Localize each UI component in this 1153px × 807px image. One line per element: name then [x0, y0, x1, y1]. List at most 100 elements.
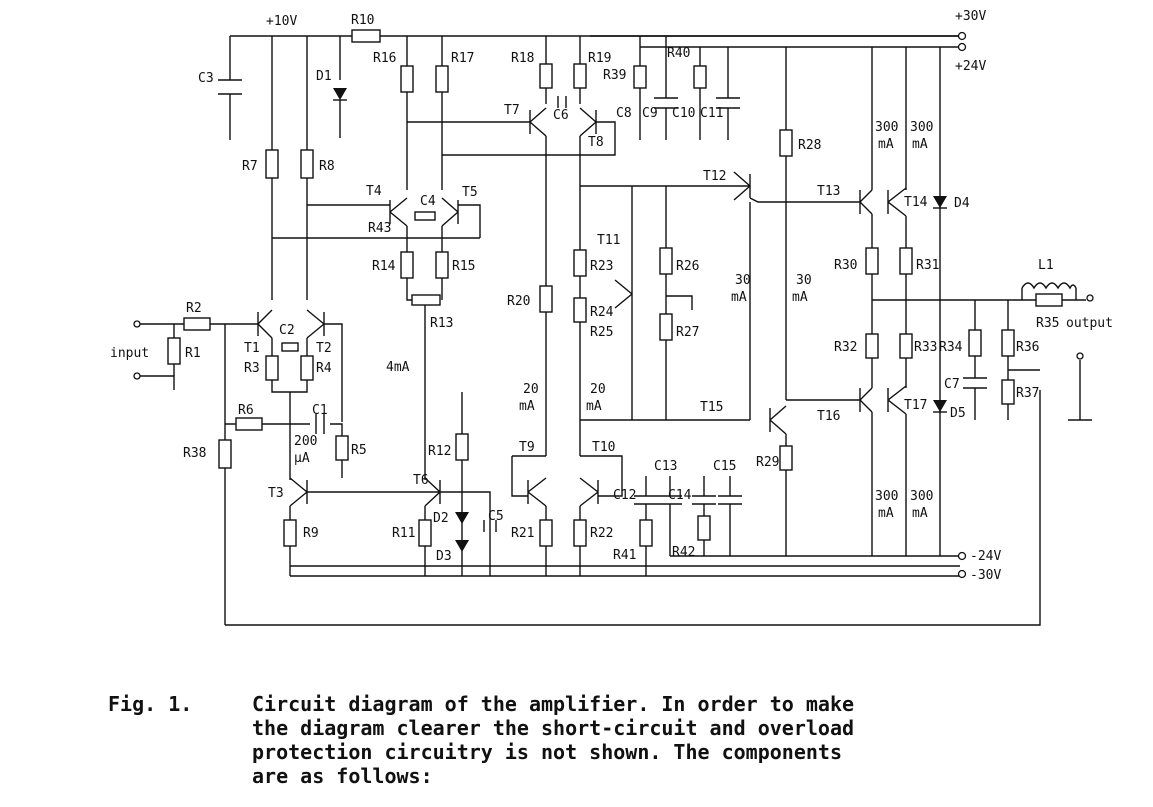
label-t6: T6 [413, 473, 429, 488]
terminal-minus-24v [957, 551, 967, 561]
label-c7: C7 [944, 377, 960, 392]
label-r42: R42 [672, 545, 695, 560]
resistor-r10 [351, 29, 381, 43]
label-c15: C15 [713, 459, 736, 474]
resistor-r18 [539, 63, 553, 89]
current-30-b-unit: mA [792, 290, 808, 305]
current-4ma: 4mA [386, 360, 410, 375]
resistor-r30 [865, 247, 879, 275]
label-d3: D3 [436, 549, 452, 564]
current-20-a-unit: mA [519, 399, 535, 414]
label-plus-30v: +30V [955, 9, 986, 24]
resistor-r36 [1001, 329, 1015, 357]
label-c8: C8 [616, 106, 632, 121]
label-plus-24v: +24V [955, 59, 986, 74]
label-r35: R35 [1036, 316, 1059, 331]
label-t15: T15 [700, 400, 723, 415]
resistor-r24 [573, 297, 587, 323]
current-20-b-unit: mA [586, 399, 602, 414]
current-300-d-unit: mA [912, 506, 928, 521]
label-r1: R1 [185, 346, 201, 361]
label-r30: R30 [834, 258, 857, 273]
terminal-output-ground [1076, 352, 1084, 360]
current-20-a: 20 [523, 382, 539, 397]
inductor-l1 [1021, 282, 1077, 290]
resistor-r27 [659, 313, 673, 341]
current-30-a: 30 [735, 273, 751, 288]
label-l1: L1 [1038, 258, 1054, 273]
resistor-r4 [300, 355, 314, 381]
label-r17: R17 [451, 51, 474, 66]
resistor-r32 [865, 333, 879, 359]
resistor-r33 [899, 333, 913, 359]
label-t11: T11 [597, 233, 620, 248]
current-300-d: 300 [910, 489, 933, 504]
figure-caption: Fig. 1. Circuit diagram of the amplifier… [108, 692, 1108, 788]
label-minus-24v: -24V [970, 549, 1001, 564]
label-r34: R34 [939, 340, 963, 355]
resistor-r42 [697, 515, 711, 541]
resistor-r7 [265, 149, 279, 179]
label-r32: R32 [834, 340, 857, 355]
label-r15: R15 [452, 259, 475, 274]
resistor-r39 [633, 65, 647, 89]
label-r19: R19 [588, 51, 611, 66]
terminal-plus-24v [957, 42, 967, 52]
terminal-input[interactable] [133, 320, 141, 328]
label-r18: R18 [511, 51, 534, 66]
label-c14: C14 [668, 488, 692, 503]
label-r5: R5 [351, 443, 367, 458]
current-300-c: 300 [875, 489, 898, 504]
label-t9: T9 [519, 440, 535, 455]
caption-line-3: protection circuitry is not shown. The c… [252, 740, 843, 764]
label-r9: R9 [303, 526, 319, 541]
resistor-r17 [435, 65, 449, 93]
label-r25: R25 [590, 325, 613, 340]
terminal-output[interactable] [1086, 294, 1094, 302]
label-r21: R21 [511, 526, 534, 541]
label-d2: D2 [433, 511, 449, 526]
resistor-r41 [639, 519, 653, 547]
label-c3: C3 [198, 71, 214, 86]
resistor-r12 [455, 433, 469, 461]
label-t7: T7 [504, 103, 520, 118]
label-r7: R7 [242, 159, 258, 174]
label-r41: R41 [613, 548, 636, 563]
label-r38: R38 [183, 446, 206, 461]
caption-line-4: are as follows: [252, 764, 433, 788]
capacitor-c4 [414, 211, 436, 221]
label-c9: C9 [642, 106, 658, 121]
resistor-r15 [435, 251, 449, 279]
label-r43: R43 [368, 221, 391, 236]
label-r24: R24 [590, 305, 614, 320]
resistor-r8 [300, 149, 314, 179]
resistor-r20 [539, 285, 553, 313]
label-d4: D4 [954, 196, 970, 211]
current-200: 200 [294, 434, 317, 449]
label-c2: C2 [279, 323, 295, 338]
label-c6: C6 [553, 108, 569, 123]
resistor-r11 [418, 519, 432, 547]
label-r2: R2 [186, 301, 202, 316]
resistor-r16 [400, 65, 414, 93]
resistor-r14 [400, 251, 414, 279]
label-r22: R22 [590, 526, 613, 541]
current-300-a: 300 [875, 120, 898, 135]
label-r14: R14 [372, 259, 396, 274]
label-r37: R37 [1016, 386, 1039, 401]
resistor-r28 [779, 129, 793, 157]
resistor-r34 [968, 329, 982, 357]
current-30-a-unit: mA [731, 290, 747, 305]
resistor-r1 [167, 337, 181, 365]
current-30-b: 30 [796, 273, 812, 288]
resistor-r38 [218, 439, 232, 469]
label-r31: R31 [916, 258, 939, 273]
resistor-r26 [659, 247, 673, 275]
resistor-r23 [573, 249, 587, 277]
label-r16: R16 [373, 51, 396, 66]
label-t12: T12 [703, 169, 726, 184]
label-c10: C10 [672, 106, 695, 121]
label-output: output [1066, 316, 1113, 331]
label-r28: R28 [798, 138, 821, 153]
caption-line-1: Circuit diagram of the amplifier. In ord… [252, 692, 855, 716]
